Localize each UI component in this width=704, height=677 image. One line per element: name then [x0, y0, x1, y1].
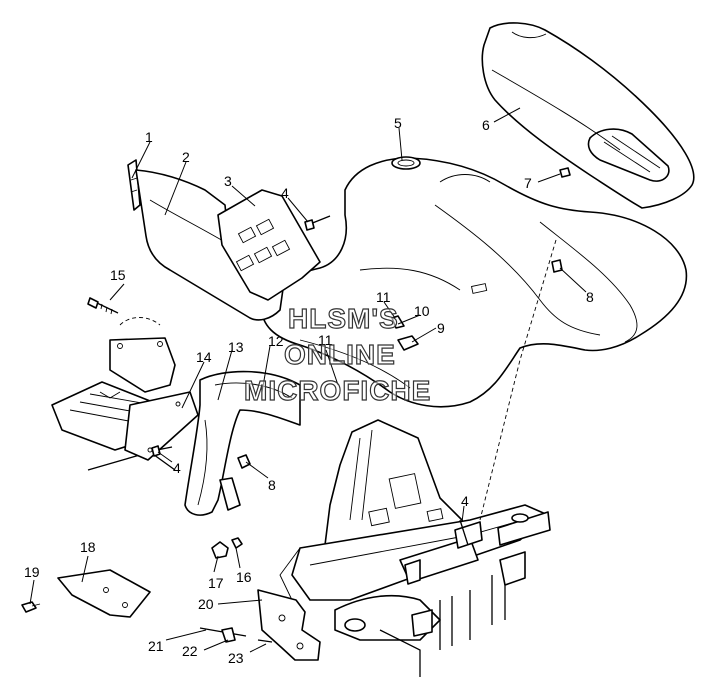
hardware-small-screws: [151, 167, 571, 546]
callout-1: 1: [145, 129, 153, 145]
callout-13: 13: [228, 339, 244, 355]
callout-15: 15: [110, 267, 126, 283]
part-12-inner-fender: [184, 370, 301, 516]
part-15-bolt: [87, 297, 119, 315]
callout-4: 4: [281, 185, 289, 201]
callout-3: 3: [224, 173, 232, 189]
part-3-inner-panel: [217, 189, 321, 301]
part-6-seat-cover: [481, 22, 695, 209]
frame-assembly: [279, 419, 551, 677]
callout-labels: 1 2 3 4 4 4 5 6 7 8 8 9 10 11 11 12 13 1…: [24, 115, 594, 666]
callout-17: 17: [208, 575, 224, 591]
callout-4: 4: [461, 493, 469, 509]
callout-2: 2: [182, 149, 190, 165]
callout-20: 20: [198, 596, 214, 612]
callout-14: 14: [196, 349, 212, 365]
callout-16: 16: [236, 569, 252, 585]
watermark-line-1: HLSM'S: [288, 303, 399, 334]
part-18-side-cover: [57, 569, 151, 618]
part-19-screw: [21, 601, 41, 613]
callout-11: 11: [376, 289, 391, 305]
callout-5: 5: [394, 115, 402, 131]
parts-21-22-23-fasteners: [199, 627, 273, 643]
watermark: HLSM'S ONLINE MICROFICHE: [243, 302, 431, 406]
callout-21: 21: [148, 638, 164, 654]
part-20-bracket: [257, 589, 321, 661]
callout-9: 9: [437, 320, 445, 336]
callout-8: 8: [268, 477, 276, 493]
callout-23: 23: [228, 650, 244, 666]
callout-22: 22: [182, 643, 198, 659]
watermark-line-3: MICROFICHE: [244, 375, 431, 406]
callout-8: 8: [586, 289, 594, 305]
watermark-line-2: ONLINE: [284, 339, 396, 370]
callout-19: 19: [24, 564, 40, 580]
callout-6: 6: [482, 117, 490, 133]
callout-4: 4: [173, 460, 181, 476]
callout-7: 7: [524, 175, 532, 191]
callout-11: 11: [318, 332, 333, 348]
leader-lines: [29, 107, 587, 653]
callout-18: 18: [80, 539, 96, 555]
callout-12: 12: [268, 333, 284, 349]
callout-10: 10: [414, 303, 430, 319]
parts-16-17-nuts: [211, 454, 251, 559]
left-footwell: [51, 317, 199, 471]
